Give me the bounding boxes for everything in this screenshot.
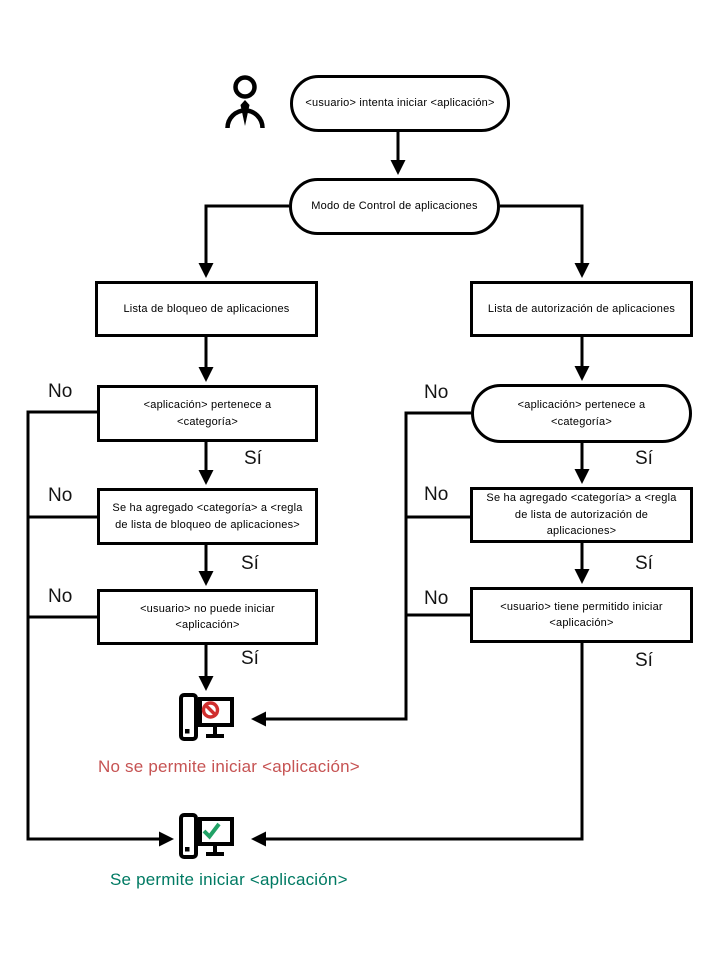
flow-label-no: No: [424, 588, 449, 609]
connector-mode-to-blocklist: [198, 204, 289, 278]
flow-label-si: Sí: [241, 648, 259, 669]
allowlist-node: Lista de autorización de aplicaciones: [470, 281, 693, 337]
right-category-decision: <aplicación> pertenece a <categoría>: [471, 384, 692, 443]
allowlist-node-label: Lista de autorización de aplicaciones: [487, 302, 676, 315]
left-rule-decision-label: Se ha agregado <categoría> a <regla de l…: [112, 502, 303, 531]
flow-label-si: Sí: [241, 553, 259, 574]
start-node: <usuario> intenta iniciar <aplicación>: [290, 75, 510, 132]
left-deny-decision-label: <usuario> no puede iniciar <aplicación>: [140, 602, 275, 632]
connector-right-no-rail: [251, 411, 471, 727]
result-allowed-text: Se permite iniciar <aplicación>: [110, 870, 348, 889]
allowed-computer-icon: [178, 812, 234, 862]
flow-label-no: No: [424, 484, 449, 505]
flow-label-no: No: [48, 381, 73, 402]
result-blocked-text: No se permite iniciar <aplicación>: [98, 757, 360, 776]
flow-label-si: Sí: [635, 553, 653, 574]
flow-label-no: No: [424, 382, 449, 403]
mode-node-label: Modo de Control de aplicaciones: [311, 200, 478, 213]
right-category-decision-label: <aplicación> pertenece a <categoría>: [517, 399, 646, 428]
right-rule-decision-label: Se ha agregado <categoría> a <regla de l…: [486, 492, 677, 538]
right-allow-decision: <usuario> tiene permitido iniciar <aplic…: [470, 587, 693, 643]
flow-label-si: Sí: [244, 448, 262, 469]
start-node-label: <usuario> intenta iniciar <aplicación>: [305, 97, 495, 110]
user-icon: [224, 74, 266, 130]
connector-left-no-rail: [26, 410, 174, 847]
flow-label-si: Sí: [635, 448, 653, 469]
connector-mode-to-allowlist: [500, 204, 590, 278]
left-category-decision-label: <aplicación> pertenece a <categoría>: [143, 399, 272, 428]
left-rule-decision: Se ha agregado <categoría> a <regla de l…: [97, 488, 318, 545]
prohibition-icon: [201, 701, 220, 719]
left-category-decision: <aplicación> pertenece a <categoría>: [97, 385, 318, 442]
connector-right-si-3-to-allowed: [251, 643, 584, 847]
mode-node: Modo de Control de aplicaciones: [289, 178, 500, 235]
flow-label-no: No: [48, 586, 73, 607]
right-allow-decision-label: <usuario> tiene permitido iniciar <aplic…: [500, 600, 663, 630]
blocklist-node: Lista de bloqueo de aplicaciones: [95, 281, 318, 337]
flow-label-si: Sí: [635, 650, 653, 671]
blocked-computer-icon: [178, 692, 234, 744]
left-deny-decision: <usuario> no puede iniciar <aplicación>: [97, 589, 318, 645]
checkmark-icon: [202, 822, 221, 840]
blocklist-node-label: Lista de bloqueo de aplicaciones: [123, 302, 290, 315]
right-rule-decision: Se ha agregado <categoría> a <regla de l…: [470, 487, 693, 543]
flow-label-no: No: [48, 485, 73, 506]
